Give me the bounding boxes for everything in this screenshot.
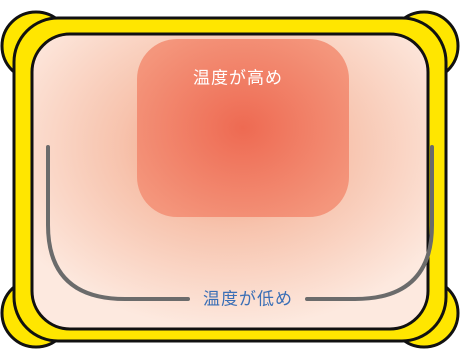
high-temperature-label: 温度が高め — [193, 68, 283, 88]
low-temperature-line-left — [46, 145, 190, 301]
high-temperature-zone — [137, 39, 349, 217]
low-temperature-label: 温度が低め — [203, 289, 293, 309]
low-temperature-line-right — [305, 145, 434, 301]
